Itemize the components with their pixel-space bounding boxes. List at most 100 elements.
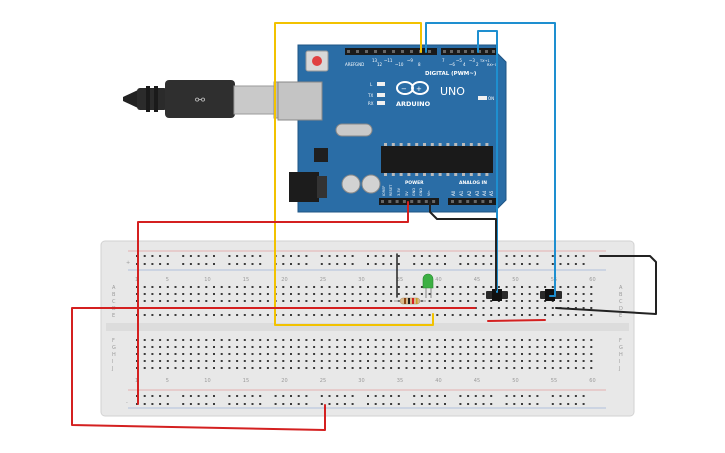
row-letter: A xyxy=(619,285,623,291)
led-l xyxy=(377,82,385,86)
crystal xyxy=(335,123,373,137)
pushbutton-1[interactable] xyxy=(486,289,508,301)
pin-label-rx: RX←0 xyxy=(487,63,497,67)
pin-label-8: 8 xyxy=(418,62,421,67)
row-letter: F xyxy=(112,338,115,344)
pin-label-gnd1: GND xyxy=(412,188,416,196)
reset-button[interactable] xyxy=(312,56,322,66)
column-number: 30 xyxy=(358,378,364,384)
pin-label-12: 12 xyxy=(377,62,383,67)
analog-header[interactable] xyxy=(448,198,496,205)
wire-black-2[interactable] xyxy=(555,255,657,315)
arduino-logo-icon: − + xyxy=(396,81,429,95)
pin-label-aref: AREF xyxy=(345,62,356,67)
row-letter: D xyxy=(619,306,623,312)
column-number: 20 xyxy=(281,378,287,384)
pin-label-a3: A3 xyxy=(475,190,480,196)
pin-label-6: ~6 xyxy=(449,62,455,67)
wire-blue-1[interactable] xyxy=(425,22,556,297)
led-label-rx: RX xyxy=(368,101,374,106)
breadboard-column-numbers: 1155101015152020252530303535404045455050… xyxy=(135,277,596,384)
row-letter: I xyxy=(619,359,620,365)
column-number: 35 xyxy=(397,277,403,283)
arduino-uno-board[interactable]: AREF GND 12 13 ~11 ~10 ~9 8 7 ~6 ~5 4 ~3… xyxy=(277,44,507,213)
column-number: 5 xyxy=(166,378,169,384)
column-number: 45 xyxy=(474,378,480,384)
usb-cable[interactable]: ⚯ xyxy=(123,80,305,119)
capacitor-1 xyxy=(341,174,361,194)
row-letter: G xyxy=(112,345,116,351)
wire-black-gnd[interactable] xyxy=(429,201,497,291)
column-number: 5 xyxy=(166,277,169,283)
column-number: 25 xyxy=(320,277,326,283)
column-number: 10 xyxy=(204,378,210,384)
pin-label-4: 4 xyxy=(463,62,466,67)
led-on xyxy=(478,96,487,100)
pin-label-2: 2 xyxy=(476,62,479,67)
row-letter: C xyxy=(112,299,116,305)
pin-label-11: ~11 xyxy=(384,58,393,63)
rail-minus-label: - xyxy=(126,400,128,406)
column-number: 60 xyxy=(589,277,595,283)
column-number: 1 xyxy=(135,378,138,384)
pin-label-a4: A4 xyxy=(482,190,487,196)
row-letter: J xyxy=(111,366,113,372)
column-number: 35 xyxy=(397,378,403,384)
pin-label-gnd2: GND xyxy=(419,188,423,196)
column-number: 30 xyxy=(358,277,364,283)
wire-red-2[interactable] xyxy=(71,307,476,431)
column-number: 20 xyxy=(281,277,287,283)
wire-red-3[interactable] xyxy=(487,319,546,322)
analog-label: ANALOG IN xyxy=(459,180,487,186)
digital-header-right[interactable] xyxy=(441,48,496,55)
wire-blue-2[interactable] xyxy=(477,30,498,293)
column-number: 40 xyxy=(435,378,441,384)
brand-label: ARDUINO xyxy=(396,100,431,108)
pin-label-5: ~5 xyxy=(456,58,462,63)
atmega-chip xyxy=(381,146,493,173)
row-letter: H xyxy=(619,352,623,358)
model-label: UNO xyxy=(440,85,465,98)
pin-label-7: 7 xyxy=(442,58,445,63)
led-label-on: ON xyxy=(488,96,494,101)
column-number: 50 xyxy=(512,277,518,283)
capacitor-2 xyxy=(361,174,381,194)
column-number: 10 xyxy=(204,277,210,283)
column-number: 50 xyxy=(512,378,518,384)
pin-label-a0: A0 xyxy=(451,190,456,196)
led-rx xyxy=(377,101,385,105)
column-number: 15 xyxy=(243,277,249,283)
led-label-l: L xyxy=(370,82,373,87)
pin-label-3: ~3 xyxy=(469,58,475,63)
digital-header-left[interactable] xyxy=(345,48,437,55)
pin-label-gnd: GND xyxy=(355,62,364,67)
column-number: 45 xyxy=(474,277,480,283)
pin-label-13: 13 xyxy=(372,58,378,63)
wire-yellow[interactable] xyxy=(274,22,434,326)
pin-label-vin: Vin xyxy=(427,190,431,196)
pin-label-a1: A1 xyxy=(459,190,464,196)
pin-label-5v: 5V xyxy=(405,191,409,196)
green-led[interactable] xyxy=(422,273,434,298)
wire-red-5v[interactable] xyxy=(137,201,409,405)
row-letter: H xyxy=(112,352,116,358)
column-number: 55 xyxy=(551,277,557,283)
row-letter: E xyxy=(619,313,622,319)
digital-label: DIGITAL (PWM~) xyxy=(425,71,477,77)
pin-label-reset: RESET xyxy=(389,184,393,196)
row-letter: J xyxy=(618,366,620,372)
pin-label-10: ~10 xyxy=(395,62,404,67)
breadboard[interactable]: 1155101015152020252530303535404045455050… xyxy=(100,240,635,417)
row-letter: B xyxy=(619,292,623,298)
column-number: 1 xyxy=(135,277,138,283)
row-letter: A xyxy=(112,285,116,291)
led-label-tx: TX xyxy=(367,93,373,98)
pin-label-a5: A5 xyxy=(489,190,494,196)
row-letter: B xyxy=(112,292,116,298)
resistor[interactable] xyxy=(394,297,426,305)
svg-text:−: − xyxy=(401,85,407,93)
power-header[interactable] xyxy=(379,198,439,205)
column-number: 25 xyxy=(320,378,326,384)
pin-label-tx: TX→1 xyxy=(479,59,490,63)
